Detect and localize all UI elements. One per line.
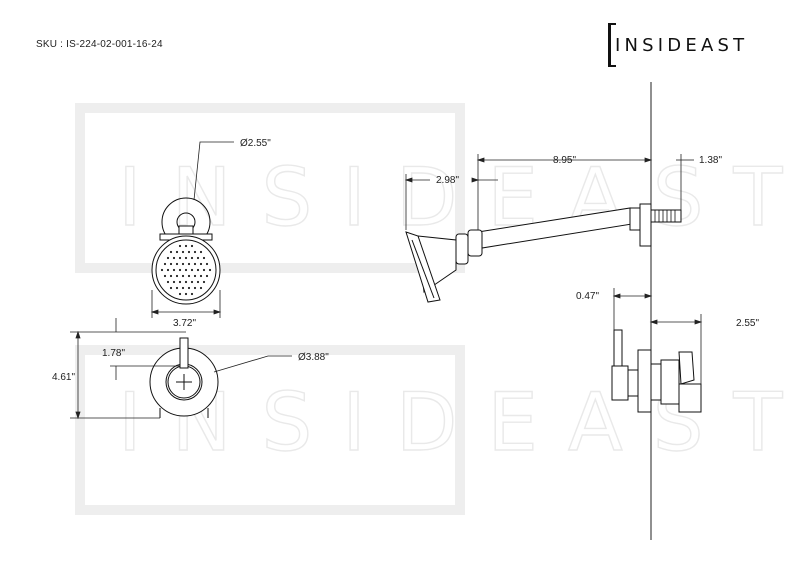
spray-nozzle bbox=[190, 256, 194, 260]
dim-trim-diameter-label: Ø3.88" bbox=[298, 352, 329, 363]
shower-arm-side bbox=[405, 203, 682, 303]
spray-nozzle bbox=[190, 244, 194, 248]
spray-nozzle bbox=[175, 262, 179, 266]
spray-nozzle bbox=[166, 268, 170, 272]
spray-nozzle bbox=[193, 262, 197, 266]
spray-nozzle bbox=[199, 250, 203, 254]
spray-nozzle bbox=[193, 286, 197, 290]
spray-nozzle bbox=[172, 268, 176, 272]
spray-nozzle bbox=[184, 292, 188, 296]
spray-nozzle bbox=[202, 280, 206, 284]
dim-arm-reach bbox=[476, 154, 653, 230]
spray-nozzle bbox=[169, 286, 173, 290]
spray-nozzle bbox=[184, 280, 188, 284]
spray-nozzle bbox=[184, 244, 188, 248]
dim-trim-diameter bbox=[213, 355, 292, 373]
dim-handle-projection-label: 2.55" bbox=[736, 318, 759, 329]
spray-nozzle bbox=[196, 280, 200, 284]
spray-nozzle bbox=[187, 250, 191, 254]
dim-trim-height-label: 4.61" bbox=[52, 372, 75, 383]
dim-head-depth-label: 2.98" bbox=[436, 175, 459, 186]
spray-nozzle bbox=[181, 286, 185, 290]
spray-nozzle bbox=[184, 268, 188, 272]
spray-nozzle bbox=[196, 256, 200, 260]
spray-nozzle bbox=[190, 292, 194, 296]
dim-valve-setback bbox=[612, 288, 653, 330]
dim-lever-offset-label: 1.78" bbox=[102, 348, 125, 359]
dim-showerhead-diameter bbox=[193, 141, 234, 201]
spray-nozzle bbox=[163, 262, 167, 266]
spray-nozzle bbox=[172, 256, 176, 260]
showerhead-front bbox=[151, 197, 221, 305]
spray-nozzle bbox=[190, 268, 194, 272]
spray-nozzle bbox=[202, 268, 206, 272]
spray-nozzle bbox=[181, 262, 185, 266]
spray-nozzle bbox=[187, 286, 191, 290]
spray-nozzle bbox=[160, 268, 164, 272]
watermark-frame-bottom bbox=[75, 345, 465, 515]
spray-nozzle bbox=[181, 250, 185, 254]
spray-nozzle bbox=[175, 286, 179, 290]
spray-nozzle bbox=[166, 256, 170, 260]
spray-nozzle bbox=[175, 250, 179, 254]
spray-nozzle bbox=[193, 274, 197, 278]
spray-nozzle bbox=[175, 274, 179, 278]
logo-text: INSIDEAST bbox=[615, 35, 749, 56]
spray-nozzle bbox=[166, 280, 170, 284]
spray-nozzle bbox=[202, 256, 206, 260]
spray-nozzle bbox=[181, 274, 185, 278]
dim-valve-setback-label: 0.47" bbox=[576, 291, 599, 302]
dim-thread-length-label: 1.38" bbox=[699, 155, 722, 166]
watermark-text-top: INSIDEAST bbox=[118, 151, 800, 244]
dim-lever-offset bbox=[110, 318, 180, 380]
spray-nozzle bbox=[163, 274, 167, 278]
spray-nozzle bbox=[190, 280, 194, 284]
dim-thread-length bbox=[676, 154, 694, 210]
spray-nozzle bbox=[178, 280, 182, 284]
spray-nozzle bbox=[184, 256, 188, 260]
watermark-group: INSIDEAST INSIDEAST bbox=[75, 103, 800, 515]
spray-nozzle bbox=[172, 280, 176, 284]
spray-nozzle bbox=[199, 286, 203, 290]
dim-showerhead-diameter-label: Ø2.55" bbox=[240, 138, 271, 149]
spray-nozzle bbox=[169, 262, 173, 266]
spray-nozzles bbox=[160, 244, 212, 296]
spray-nozzle bbox=[178, 244, 182, 248]
spray-nozzle bbox=[199, 262, 203, 266]
dim-showerhead-width-label: 3.72" bbox=[173, 318, 196, 329]
spray-nozzle bbox=[187, 262, 191, 266]
spray-nozzle bbox=[178, 292, 182, 296]
dim-arm-reach-label: 8.95" bbox=[553, 155, 576, 166]
logo-frame-lines bbox=[608, 23, 616, 67]
valve-side bbox=[611, 329, 702, 413]
spray-nozzle bbox=[196, 268, 200, 272]
spray-nozzle bbox=[199, 274, 203, 278]
spray-nozzle bbox=[169, 274, 173, 278]
spray-nozzle bbox=[178, 256, 182, 260]
watermark-frame-top bbox=[75, 103, 465, 273]
spray-nozzle bbox=[187, 274, 191, 278]
sku-label: SKU : IS-224-02-001-16-24 bbox=[36, 39, 163, 50]
dim-showerhead-width bbox=[150, 290, 222, 318]
spray-nozzle bbox=[205, 274, 209, 278]
dim-trim-height bbox=[70, 330, 186, 420]
trim-front bbox=[149, 337, 219, 418]
spray-nozzle bbox=[178, 268, 182, 272]
spray-nozzle bbox=[169, 250, 173, 254]
spray-nozzle bbox=[208, 268, 212, 272]
dim-handle-projection bbox=[649, 314, 703, 384]
dim-head-depth bbox=[404, 174, 498, 230]
spray-nozzle bbox=[193, 250, 197, 254]
spray-nozzle bbox=[205, 262, 209, 266]
